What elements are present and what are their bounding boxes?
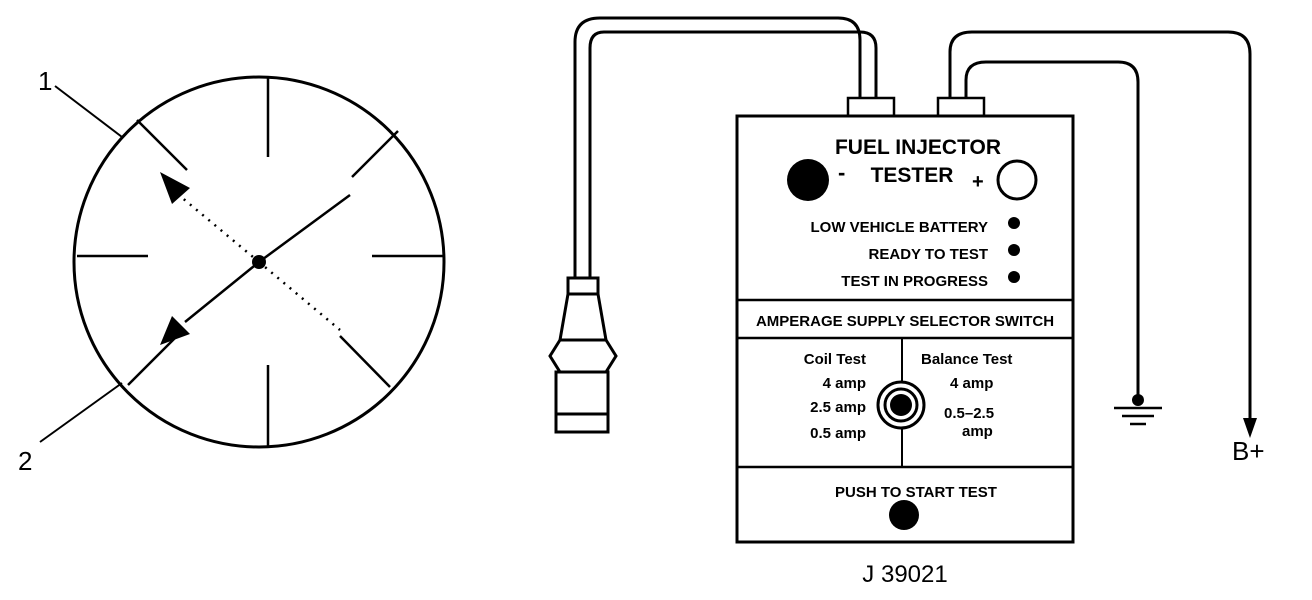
gauge-needle-solid-arrow	[184, 261, 260, 323]
tester-title-line1: FUEL INJECTOR	[835, 136, 1001, 159]
socket-right	[936, 96, 986, 118]
gauge-needle-dotted-arrow	[179, 195, 260, 263]
gauge-pivot	[252, 255, 266, 269]
callout-1: 1	[38, 66, 52, 96]
push-to-start-button[interactable]	[889, 500, 919, 530]
cables	[573, 16, 1252, 420]
positive-terminal[interactable]	[996, 159, 1038, 201]
callout-2: 2	[18, 446, 32, 476]
balance-test-4amp: 4 amp	[950, 375, 993, 392]
selector-switch-knob[interactable]	[876, 380, 926, 430]
plus-label: +	[972, 171, 984, 193]
indicator-ready-label: READY TO TEST	[869, 246, 988, 263]
gauge-ticks	[77, 77, 444, 447]
minus-label: -	[838, 160, 845, 185]
coil-test-2-5amp: 2.5 amp	[810, 399, 866, 416]
arrow-down-icon	[1243, 418, 1257, 438]
ground-terminal	[1132, 394, 1144, 406]
part-number: J 39021	[862, 561, 947, 588]
negative-terminal[interactable]	[787, 159, 829, 201]
indicator-in-progress-label: TEST IN PROGRESS	[841, 273, 988, 290]
gauge: 1 2	[18, 66, 446, 476]
coil-test-4amp: 4 amp	[823, 375, 866, 392]
battery-label: B+	[1232, 436, 1265, 466]
coil-test-heading: Coil Test	[804, 351, 866, 368]
callout-leader-2	[39, 382, 123, 443]
callout-leader-1	[54, 85, 123, 138]
tester-unit: FUEL INJECTOR TESTER - + LOW VEHICLE BAT…	[735, 96, 1075, 544]
socket-left	[846, 96, 896, 118]
gauge-dial	[72, 75, 446, 449]
push-to-start-label: PUSH TO START TEST	[835, 484, 997, 501]
indicator-low-battery-led	[1008, 217, 1020, 229]
balance-test-heading: Balance Test	[921, 351, 1012, 368]
indicator-ready-led	[1008, 244, 1020, 256]
indicator-low-battery-label: LOW VEHICLE BATTERY	[811, 219, 989, 236]
gauge-needle-dotted	[258, 261, 341, 331]
tester-title-line2: TESTER	[871, 164, 954, 187]
indicator-in-progress-led	[1008, 271, 1020, 283]
balance-test-amp: amp	[962, 423, 993, 440]
selector-title: AMPERAGE SUPPLY SELECTOR SWITCH	[756, 313, 1054, 330]
gauge-needle-solid	[258, 193, 351, 264]
arrowhead-icon	[160, 172, 190, 204]
ground-icon	[1114, 406, 1162, 426]
balance-test-range: 0.5–2.5	[944, 405, 994, 422]
arrowhead-icon	[160, 316, 190, 345]
injector-connector-icon	[548, 276, 618, 434]
coil-test-0-5amp: 0.5 amp	[810, 425, 866, 442]
